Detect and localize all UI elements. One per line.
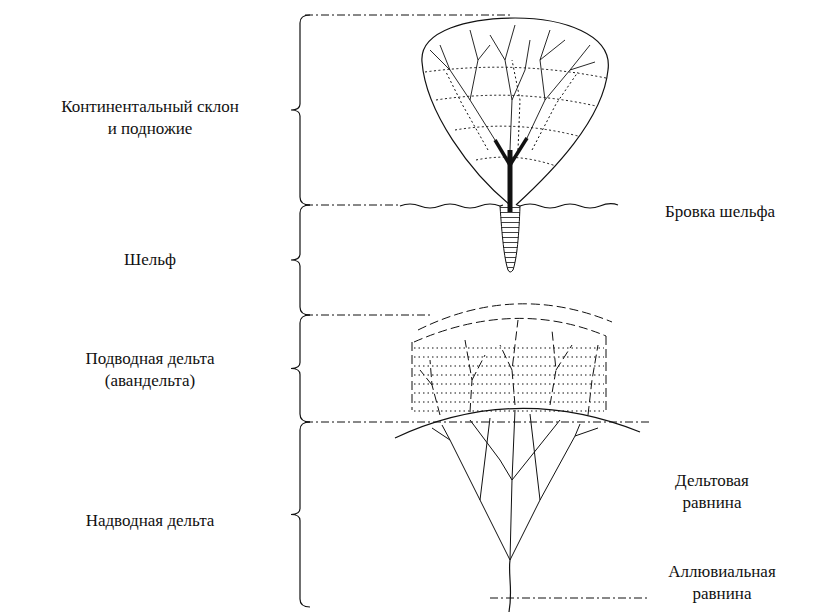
- deep-sea-fan-stroke: [446, 72, 488, 150]
- deep-sea-fan: [422, 18, 608, 212]
- zone-label: Шельф: [124, 249, 176, 271]
- deep-sea-fan-stroke: [532, 72, 578, 150]
- avandelta-stroke: [588, 345, 598, 415]
- feature-label: Аллювиальная равнина: [662, 561, 782, 605]
- avandelta-stroke: [465, 340, 472, 412]
- subaerial-delta-stroke: [480, 418, 490, 500]
- deep-sea-fan-stroke: [540, 40, 565, 60]
- braces-stroke: [291, 205, 310, 315]
- subaerial-delta-stroke: [432, 428, 510, 560]
- subaerial-delta-stroke: [509, 560, 511, 612]
- avandelta-stroke: [512, 320, 518, 405]
- zone-label: Надводная дельта: [86, 510, 215, 532]
- deep-sea-fan-stroke: [570, 62, 595, 70]
- deep-sea-fan-stroke: [510, 138, 527, 165]
- avandelta-stroke: [414, 357, 604, 358]
- avandelta-stroke: [414, 375, 604, 376]
- avandelta-stroke: [412, 342, 413, 410]
- subaerial-delta-stroke: [470, 420, 512, 480]
- braces-stroke: [291, 15, 310, 205]
- braces: [291, 15, 310, 607]
- braces-stroke: [291, 422, 310, 607]
- deep-sea-fan-stroke: [470, 30, 478, 100]
- avandelta-stroke: [500, 345, 512, 370]
- braces-stroke: [291, 315, 310, 422]
- subaerial-delta: [395, 408, 640, 612]
- zone-lines-stroke: [305, 315, 430, 316]
- subaerial-delta-stroke: [510, 410, 515, 560]
- avandelta-stroke: [606, 336, 607, 410]
- feature-label: Бровка шельфа: [665, 201, 775, 223]
- avandelta-stroke: [420, 370, 432, 385]
- subaerial-delta-stroke: [530, 414, 540, 500]
- avandelta-stroke: [430, 360, 440, 415]
- zone-lines: [305, 15, 650, 598]
- deep-sea-fan-stroke: [440, 45, 495, 140]
- deep-sea-fan-stroke: [495, 140, 510, 165]
- avandelta-stroke: [550, 330, 556, 405]
- zone-lines-stroke: [305, 422, 650, 423]
- deep-sea-fan-stroke: [422, 18, 608, 205]
- deep-sea-fan-stroke: [430, 50, 450, 70]
- subaerial-delta-stroke: [442, 425, 450, 440]
- avandelta-stroke: [414, 411, 604, 412]
- avandelta: [412, 304, 612, 415]
- deep-sea-fan-stroke: [540, 30, 550, 100]
- deep-sea-fan-stroke: [512, 40, 530, 100]
- deep-sea-fan-stroke: [490, 35, 505, 60]
- zone-lines-stroke: [305, 205, 400, 206]
- avandelta-stroke: [414, 348, 604, 349]
- zone-lines-stroke: [490, 598, 650, 599]
- canyon-stroke: [500, 206, 520, 272]
- deep-sea-fan-stroke: [455, 126, 578, 136]
- avandelta-stroke: [414, 384, 604, 385]
- zone-lines-stroke: [305, 15, 510, 16]
- avandelta-stroke: [472, 355, 485, 380]
- zone-label: Континентальный склон и подножие: [58, 96, 242, 140]
- deep-sea-fan-stroke: [512, 60, 520, 150]
- deep-sea-fan-stroke: [478, 45, 490, 60]
- zone-label: Подводная дельта (авандельта): [72, 348, 229, 392]
- deep-sea-fan-stroke: [505, 25, 515, 150]
- deep-sea-fan-stroke: [436, 95, 596, 106]
- avandelta-stroke: [414, 318, 606, 342]
- avandelta-stroke: [414, 393, 604, 394]
- deep-sea-fan-stroke: [527, 45, 590, 138]
- avandelta-stroke: [418, 304, 612, 330]
- avandelta-stroke: [414, 366, 604, 367]
- canyon: [500, 206, 520, 272]
- feature-label: Дельтовая равнина: [667, 470, 757, 514]
- subaerial-delta-stroke: [510, 428, 598, 560]
- subaerial-delta-stroke: [575, 424, 580, 436]
- avandelta-stroke: [414, 402, 604, 403]
- subaerial-delta-stroke: [512, 420, 560, 480]
- subaerial-delta-stroke: [395, 408, 640, 438]
